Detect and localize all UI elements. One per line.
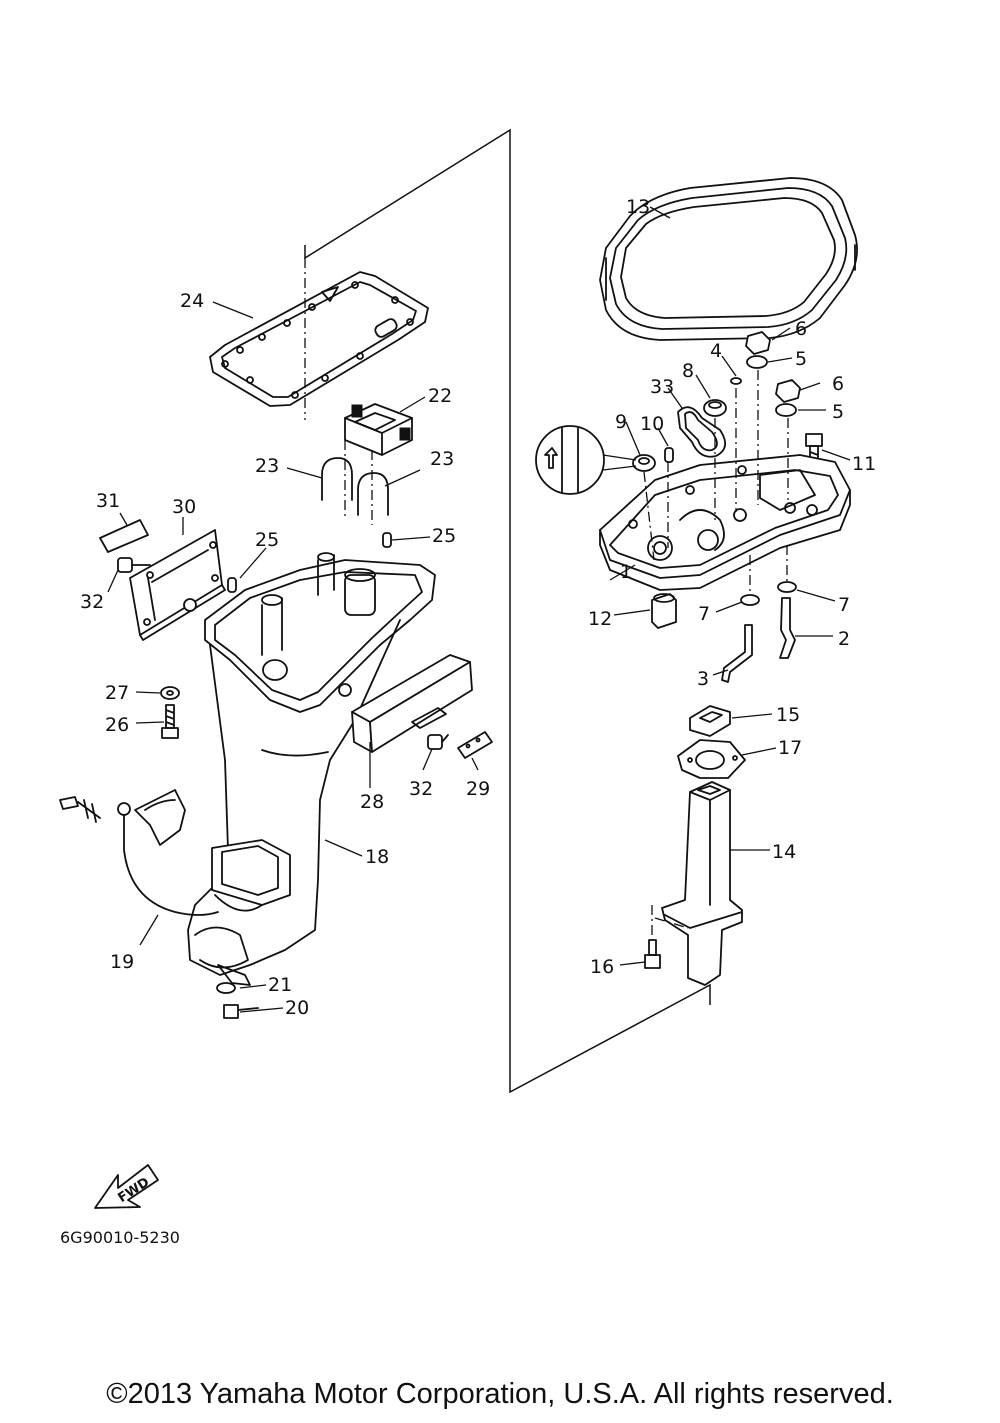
part-label-26: 26 <box>105 714 129 736</box>
part-label-22: 22 <box>428 385 452 407</box>
part-30-cover <box>99 519 226 641</box>
part-24-gasket <box>209 271 429 407</box>
part-label-3: 3 <box>697 668 709 690</box>
part-label-12: 12 <box>588 608 612 630</box>
part-label-17: 17 <box>778 737 802 759</box>
part-13-rubber-seal <box>599 177 858 341</box>
fwd-arrow-icon: FWD <box>94 1164 159 1209</box>
part-label-6b: 6 <box>832 373 844 395</box>
part-23-hooks <box>321 440 389 525</box>
part-label-24: 24 <box>180 290 204 312</box>
part-label-2: 2 <box>838 628 850 650</box>
part-label-4: 4 <box>710 340 722 362</box>
part-label-18: 18 <box>365 846 389 868</box>
part-label-20: 20 <box>285 997 309 1019</box>
fasteners-left <box>59 532 449 1019</box>
part-label-7: 7 <box>698 603 710 625</box>
part-label-9: 9 <box>615 411 627 433</box>
part-label-23b: 23 <box>430 448 454 470</box>
part-22-mount-bracket <box>344 403 413 456</box>
part-label-30: 30 <box>172 496 196 518</box>
part-label-21: 21 <box>268 974 292 996</box>
part-label-33: 33 <box>650 376 674 398</box>
part-label-15: 15 <box>776 704 800 726</box>
part-label-19: 19 <box>110 951 134 973</box>
part-label-27: 27 <box>105 682 129 704</box>
part-label-16: 16 <box>590 956 614 978</box>
part-label-11: 11 <box>852 453 876 475</box>
copyright-notice: ©2013 Yamaha Motor Corporation, U.S.A. A… <box>106 1378 894 1410</box>
divider-lines <box>304 128 711 1094</box>
part-label-5: 5 <box>795 348 807 370</box>
drawing-number: 6G90010-5230 <box>60 1228 180 1247</box>
part-1-exhaust-guide <box>599 370 851 591</box>
part-label-13: 13 <box>626 196 650 218</box>
part-label-8: 8 <box>682 360 694 382</box>
part-18-upper-casing <box>187 552 436 976</box>
part-number-labels: 1 2 3 4 5 5 6 6 7 7 8 9 10 11 12 13 14 1… <box>80 196 876 1019</box>
leader-lines <box>107 206 851 1013</box>
part-label-29: 29 <box>466 778 490 800</box>
part-label-31: 31 <box>96 490 120 512</box>
right-lower-parts <box>644 545 797 986</box>
part-label-28: 28 <box>360 791 384 813</box>
part-label-23: 23 <box>255 455 279 477</box>
part-label-1: 1 <box>620 561 632 583</box>
part-label-7b: 7 <box>838 594 850 616</box>
part-label-25: 25 <box>255 529 279 551</box>
part-label-10: 10 <box>640 413 664 435</box>
part-label-25b: 25 <box>432 525 456 547</box>
part-label-5b: 5 <box>832 401 844 423</box>
part-label-32b: 32 <box>409 778 433 800</box>
part-label-14: 14 <box>772 841 796 863</box>
part-label-6: 6 <box>795 318 807 340</box>
part-28-cover <box>351 654 493 759</box>
part-label-32: 32 <box>80 591 104 613</box>
